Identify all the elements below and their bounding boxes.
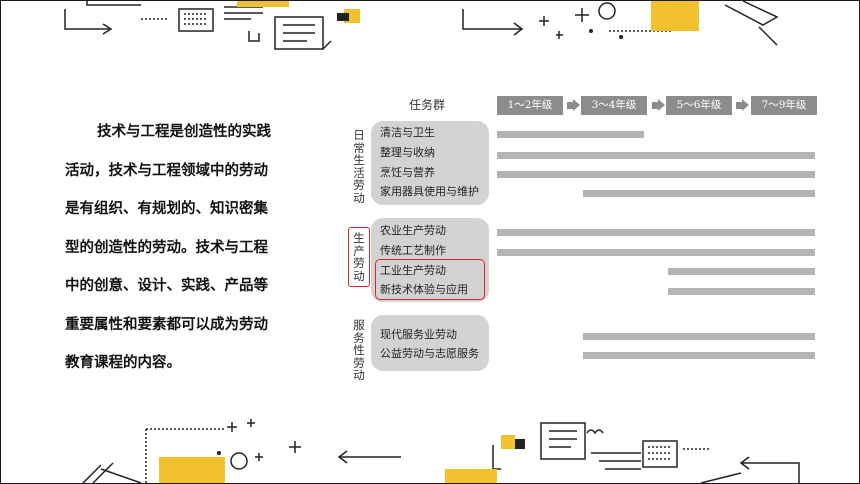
- paragraph-line: 中的创意、设计、实践、产品等: [65, 278, 268, 294]
- duration-bar: [497, 131, 644, 138]
- task-item: 工业生产劳动: [380, 264, 446, 277]
- task-item: 新技术体验与应用: [380, 283, 468, 296]
- highlight-box: [375, 259, 485, 300]
- paragraph-line: 型的创造性的劳动。技术与工程: [65, 239, 268, 256]
- category-group-service: [371, 315, 489, 371]
- task-item: 传统工艺制作: [380, 244, 446, 257]
- duration-bar: [497, 171, 815, 178]
- task-item: 现代服务业劳动: [380, 328, 457, 341]
- top-decoration: [64, 1, 779, 50]
- task-item: 整理与收纳: [380, 146, 435, 159]
- paragraph-line: 重要属性和要素都可以成为劳动: [65, 316, 268, 333]
- paragraph-line: 活动，技术与工程领域中的劳动: [65, 162, 268, 179]
- task-item: 农业生产劳动: [380, 224, 446, 237]
- duration-bar: [668, 268, 815, 275]
- duration-bar: [583, 352, 815, 359]
- duration-bar: [497, 229, 815, 236]
- duration-bar: [668, 288, 815, 295]
- task-item: 家用器具使用与维护: [380, 185, 479, 198]
- task-item: 公益劳动与志愿服务: [380, 347, 479, 360]
- task-item: 烹饪与营养: [380, 166, 435, 179]
- paragraph-line: 是有组织、有规划的、知识密集: [65, 201, 268, 217]
- grade-band-1: 1～2年级: [497, 96, 563, 115]
- duration-bar: [583, 190, 815, 197]
- task-group-header: 任务群: [409, 98, 446, 112]
- category-label-daily-life: 日常生活劳动: [353, 128, 365, 205]
- duration-bar: [497, 249, 815, 256]
- category-label-service: 服务性劳动: [353, 318, 365, 382]
- grade-band-2: 3～4年级: [581, 96, 647, 115]
- grade-band-3: 5～6年级: [666, 96, 732, 115]
- description-paragraph: 技术与工程是创造性的实践 活动，技术与工程领域中的劳动 是有组织、有规划的、知识…: [65, 113, 305, 383]
- category-label-production: 生产劳动: [348, 227, 370, 287]
- bottom-decoration: [82, 419, 800, 483]
- category-group-production: [371, 218, 489, 302]
- grade-band-4: 7～9年级: [751, 96, 817, 115]
- paragraph-line: 技术与工程是创造性的实践: [97, 124, 271, 140]
- task-item: 清洁与卫生: [380, 126, 435, 139]
- duration-bar: [497, 152, 815, 159]
- duration-bar: [583, 333, 815, 340]
- paragraph-line: 教育课程的内容。: [65, 355, 181, 371]
- category-group-daily-life: [371, 121, 489, 205]
